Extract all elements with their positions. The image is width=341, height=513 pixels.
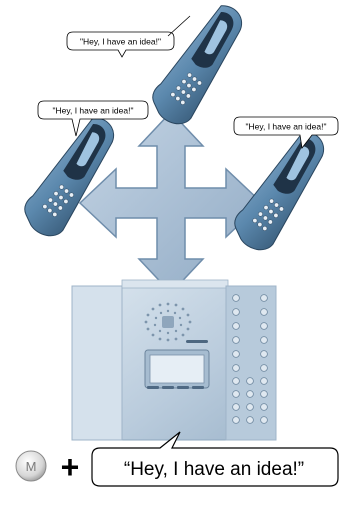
bubble-bottom-text: “Hey, I have an idea!” [124,459,304,480]
speech-bubble-bottom: “Hey, I have an idea!” [91,431,339,487]
desk-intercom-phone-icon [71,279,277,441]
bubble-top-text: "Hey, I have an idea!" [80,37,161,47]
plus-sign: + [61,449,80,485]
cordless-phone-top [145,0,247,135]
cordless-phone-icon [145,0,247,135]
bubble-right-text: "Hey, I have an idea!" [245,122,326,132]
m-button-label: M [26,459,37,474]
speech-bubble-right: "Hey, I have an idea!" [233,116,339,149]
m-button-icon: M [15,450,47,482]
speaker-grille [144,302,192,342]
speech-bubble-left: "Hey, I have an idea!" [37,100,149,137]
speech-bubble-top: "Hey, I have an idea!" [66,15,191,58]
bubble-left-text: "Hey, I have an idea!" [52,106,133,116]
keypad-buttons [232,294,268,424]
